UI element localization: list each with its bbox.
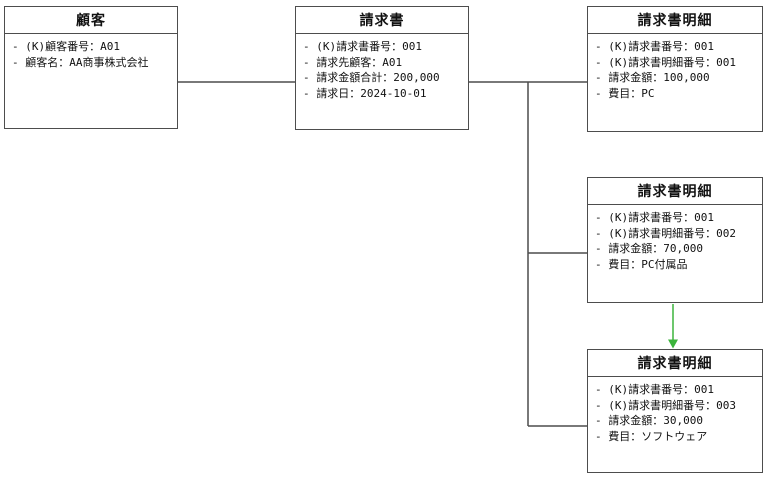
entity-attribute: - (K)請求書番号：001 (595, 383, 714, 396)
entity-box-customer: 顧客 - (K)顧客番号：A01 - 顧客名：AA商事株式会社 (4, 6, 178, 129)
entity-attribute: - 請求金額合計：200,000 (303, 71, 440, 84)
entity-title: 請求書明細 (588, 350, 762, 377)
entity-box-invoice-detail-3: 請求書明細 - (K)請求書番号：001 - (K)請求書明細番号：003 - … (587, 349, 763, 473)
entity-attribute: - 請求日：2024-10-01 (303, 86, 427, 100)
entity-attribute: - (K)請求書明細番号：003 (595, 398, 736, 412)
dependency-arrowhead-icon (668, 339, 678, 349)
entity-title: 請求書明細 (588, 7, 762, 34)
entity-attribute: - 請求金額：100,000 (595, 71, 710, 84)
entity-attribute: - (K)請求書番号：001 (595, 40, 714, 53)
entity-attribute: - 費目：PC (595, 86, 655, 100)
entity-attribute-list: - (K)請求書番号：001 - (K)請求書明細番号：001 - 請求金額：1… (588, 34, 762, 101)
entity-attribute: - 費目：PC付属品 (595, 257, 688, 271)
entity-title: 請求書明細 (588, 178, 762, 205)
entity-attribute: - 費目：ソフトウェア (595, 429, 708, 443)
entity-attribute: - 請求金額：70,000 (595, 242, 703, 255)
entity-title: 請求書 (296, 7, 468, 34)
entity-attribute: - 請求先顧客：A01 (303, 55, 403, 69)
entity-attribute: - (K)請求書明細番号：001 (595, 55, 736, 69)
entity-attribute-list: - (K)請求書番号：001 - (K)請求書明細番号：002 - 請求金額：7… (588, 205, 762, 272)
entity-attribute: - (K)顧客番号：A01 (12, 40, 120, 53)
entity-box-invoice: 請求書 - (K)請求書番号：001 - 請求先顧客：A01 - 請求金額合計：… (295, 6, 469, 130)
entity-attribute: - (K)請求書明細番号：002 (595, 226, 736, 240)
entity-attribute-list: - (K)顧客番号：A01 - 顧客名：AA商事株式会社 (5, 34, 177, 70)
entity-attribute: - (K)請求書番号：001 (595, 211, 714, 224)
entity-attribute: - (K)請求書番号：001 (303, 40, 422, 53)
entity-attribute-list: - (K)請求書番号：001 - 請求先顧客：A01 - 請求金額合計：200,… (296, 34, 468, 101)
entity-attribute: - 顧客名：AA商事株式会社 (12, 55, 149, 69)
entity-attribute: - 請求金額：30,000 (595, 414, 703, 427)
entity-attribute-list: - (K)請求書番号：001 - (K)請求書明細番号：003 - 請求金額：3… (588, 377, 762, 444)
entity-box-invoice-detail-1: 請求書明細 - (K)請求書番号：001 - (K)請求書明細番号：001 - … (587, 6, 763, 132)
entity-title: 顧客 (5, 7, 177, 34)
entity-box-invoice-detail-2: 請求書明細 - (K)請求書番号：001 - (K)請求書明細番号：002 - … (587, 177, 763, 303)
